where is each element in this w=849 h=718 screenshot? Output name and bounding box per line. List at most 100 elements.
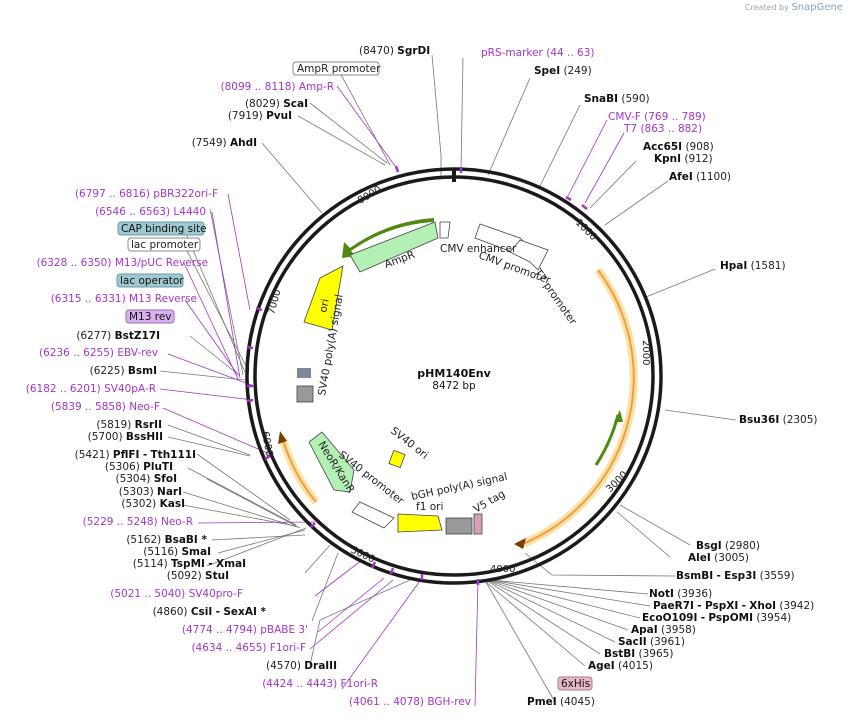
lac-operator-box <box>116 273 184 288</box>
orf-arc-left <box>282 439 317 503</box>
label-t7-promoter: T7 promoter <box>531 266 579 328</box>
tick-2000: 2000 <box>640 340 651 365</box>
label-cmv-enhancer: CMV enhancer <box>440 243 517 255</box>
m13-rev-box <box>125 309 175 324</box>
site-bsmi: (6225) BsmI <box>90 365 157 377</box>
primer-cmv-f: CMV-F (769 .. 789) <box>608 111 706 123</box>
site-agei: AgeI (4015) <box>588 660 653 672</box>
site-nari: (5303) NarI <box>119 486 182 498</box>
site-sfoi: (5304) SfoI <box>115 473 177 485</box>
primer-f1ori-r: (4424 .. 4443) F1ori-R <box>262 678 378 690</box>
site-bsabi: (5162) BsaBI * <box>126 534 207 546</box>
orf-arrowhead-right <box>514 538 526 549</box>
primer-prs-marker: pRS-marker (44 .. 63) <box>481 47 595 59</box>
lac-operator-label: lac operator <box>120 275 184 287</box>
site-bsmbi: BsmBI - Esp3I (3559) <box>676 570 795 582</box>
orf-arc-right <box>519 269 635 546</box>
tick-1000: 1000 <box>573 217 599 243</box>
snapgene-logo: SnapGene <box>791 2 843 13</box>
label-v5-tag: V5 tag <box>472 488 508 516</box>
primer-ebv-rev: (6236 .. 6255) EBV-rev <box>39 347 158 359</box>
credit-prefix: Created by <box>744 3 789 12</box>
site-sacii: SacII (3961) <box>618 636 685 648</box>
primer-t7: T7 (863 .. 882) <box>623 123 702 135</box>
site-pvui: (7919) PvuI <box>228 110 292 122</box>
cmv-promoter-arrow[interactable] <box>509 239 549 271</box>
sv40-promoter-arrow[interactable] <box>351 501 395 529</box>
primer-sv40pro-f: (5021 .. 5040) SV40pro-F <box>110 588 243 600</box>
ori-arrow[interactable] <box>303 265 344 331</box>
site-draiii: (4570) DraIII <box>266 660 337 672</box>
his-tag-label: 6xHis <box>561 678 590 690</box>
cap-binding-site-label: CAP binding site <box>121 223 207 235</box>
ampr-promoter-box <box>292 61 380 76</box>
site-bstz17i: (6277) BstZ17I <box>76 330 160 342</box>
snapgene-credit: Created by SnapGene <box>745 2 843 13</box>
site-tspmi: (5114) TspMI - XmaI <box>133 558 246 570</box>
site-acc65i: Acc65I (908) <box>643 141 714 153</box>
primer-f1ori-f: (4634 .. 4655) F1ori-F <box>191 642 306 654</box>
primer-m13-reverse: (6315 .. 6331) M13 Reverse <box>51 293 197 305</box>
primer-neo-f: (5839 .. 5858) Neo-F <box>51 401 160 413</box>
orf-glow-left <box>279 438 320 505</box>
ampr-arrow[interactable] <box>349 221 439 273</box>
site-stui: (5092) StuI <box>167 570 229 582</box>
site-kasi: (5302) KasI <box>121 498 185 510</box>
bgh-polya-block[interactable] <box>445 517 473 535</box>
leader-lines <box>159 54 737 703</box>
site-sgrdi: (8470) SgrDI <box>359 45 430 57</box>
f1-ori-arrow[interactable] <box>397 513 443 533</box>
site-pflfi: (5421) PflFI - Tth111I <box>75 449 196 461</box>
neor-arrow[interactable] <box>308 431 355 493</box>
site-bsshii: (5700) BssHII <box>88 431 163 443</box>
primer-sv40pa-r: (6182 .. 6201) SV40pA-R <box>26 383 156 395</box>
site-kpni: KpnI (912) <box>654 153 713 165</box>
tick-4000: 4000 <box>490 564 515 575</box>
lac-operator-block <box>297 368 311 378</box>
site-bstbi: BstBI (3965) <box>604 648 673 660</box>
ampr-promoter-box-label: AmpR promoter <box>297 63 381 75</box>
ampr-promoter-arrow[interactable] <box>439 221 451 239</box>
lac-promoter-label: lac promoter <box>131 239 199 251</box>
site-rsrii: (5819) RsrII <box>96 419 162 431</box>
site-pmei: PmeI (4045) <box>527 696 595 708</box>
site-ahdi: (7549) AhdI <box>192 137 257 149</box>
sv40-polya-block[interactable] <box>296 385 314 403</box>
primer-pbr322ori-f: (6797 .. 6816) pBR322ori-F <box>75 188 218 200</box>
primer-amp-r: (8099 .. 8118) Amp-R <box>220 81 334 93</box>
primer-leader-lines <box>159 85 625 707</box>
site-snabi: SnaBI (590) <box>584 93 650 105</box>
site-afei: AfeI (1100) <box>669 171 731 183</box>
tick-6000: 6000 <box>259 431 274 458</box>
green-orf-arrowhead <box>614 410 623 422</box>
site-bsu36i: Bsu36I (2305) <box>739 414 818 426</box>
sv40-ori-block[interactable] <box>388 449 406 469</box>
site-csii: (4860) CsiI - SexAI * <box>153 606 267 618</box>
site-spei: SpeI (249) <box>534 65 592 77</box>
site-alei: AleI (3005) <box>688 552 749 564</box>
label-ori: ori <box>317 298 332 314</box>
primer-marks <box>246 165 588 585</box>
site-scai: (8029) ScaI <box>245 98 308 110</box>
site-noti: NotI (3936) <box>649 588 712 600</box>
primer-l4440: (6546 .. 6563) L4440 <box>95 206 206 218</box>
label-f1-ori: f1 ori <box>416 501 443 513</box>
primer-neo-r: (5229 .. 5248) Neo-R <box>83 516 193 528</box>
site-smai: (5116) SmaI <box>143 546 211 558</box>
tick-7000: 7000 <box>266 288 283 315</box>
site-ecoo109i: EcoO109I - PspOMI (3954) <box>642 612 791 624</box>
plasmid-name: pHM140Env <box>417 367 491 380</box>
primer-pbabe3: (4774 .. 4794) pBABE 3' <box>182 624 308 636</box>
origin-mark <box>452 168 456 182</box>
lac-promoter-box <box>127 237 201 252</box>
cap-binding-site-box <box>117 221 205 236</box>
site-pluti: (5306) PluTI <box>105 461 173 473</box>
site-hpai: HpaI (1581) <box>720 260 786 272</box>
v5-tag-block[interactable] <box>473 513 483 535</box>
green-orf-left <box>342 218 434 258</box>
primer-m13-puc-reverse: (6328 .. 6350) M13/pUC Reverse <box>36 257 208 269</box>
his-tag-box <box>557 676 593 691</box>
plasmid-size: 8472 bp <box>432 380 476 392</box>
site-apai: ApaI (3958) <box>631 624 696 636</box>
